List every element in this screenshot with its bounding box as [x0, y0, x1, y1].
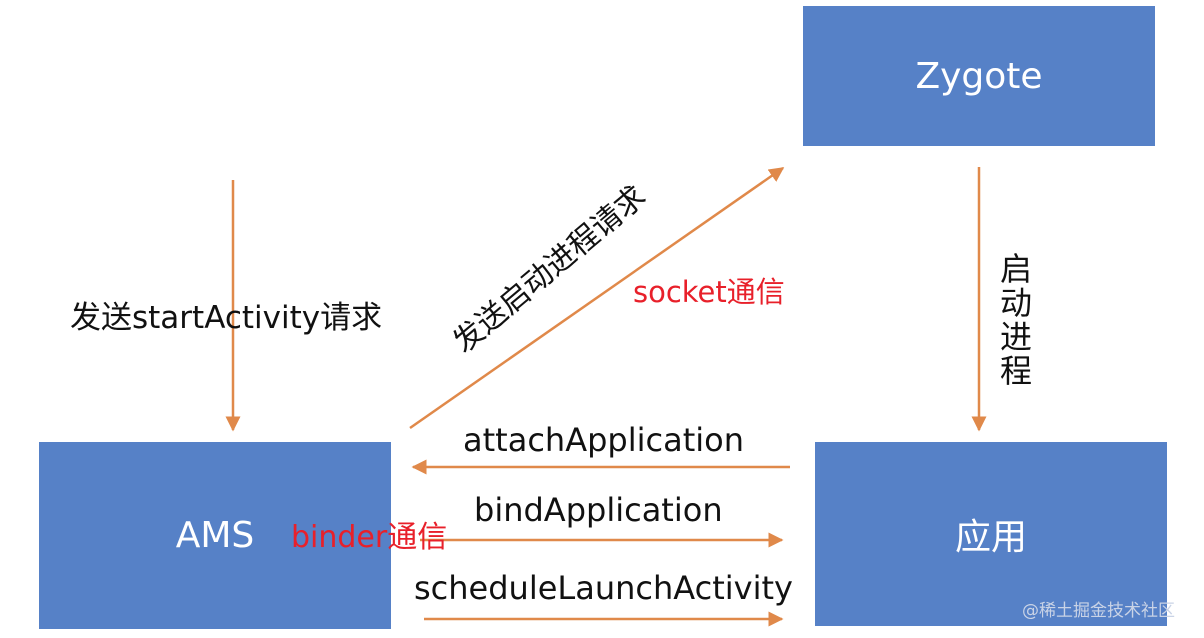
schedule-launch-activity-label: scheduleLaunchActivity [414, 569, 793, 607]
ams-label: AMS [175, 515, 255, 556]
ams-node: AMS [39, 442, 391, 629]
start-activity-label: 发送startActivity请求 [70, 300, 383, 336]
watermark: @稀土掘金技术社区 [1022, 601, 1175, 621]
socket-label: socket通信 [633, 275, 785, 309]
bind-application-label: bindApplication [474, 491, 723, 529]
app-node: 应用 [815, 442, 1167, 626]
arrow-start-process-request [409, 166, 785, 430]
app-label: 应用 [954, 517, 1027, 558]
attach-application-label: attachApplication [463, 421, 744, 459]
zygote-node: Zygote [803, 6, 1155, 146]
start-process-label: 启动进程 [995, 252, 1033, 388]
zygote-label: Zygote [915, 55, 1043, 97]
binder-label: binder通信 [291, 520, 448, 555]
